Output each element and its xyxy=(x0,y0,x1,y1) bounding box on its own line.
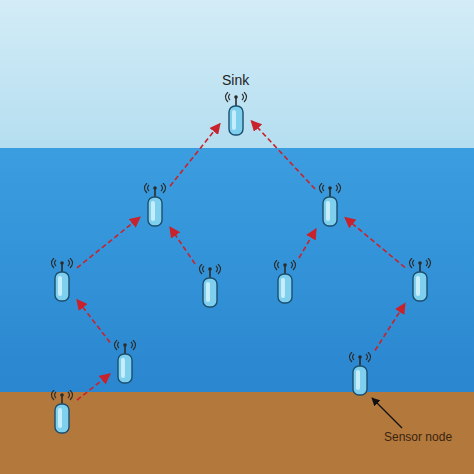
sensor-icon xyxy=(347,352,373,396)
sensor-node xyxy=(49,258,75,302)
seabed xyxy=(0,392,474,474)
data-link-arrow xyxy=(77,300,110,343)
node-label: Sink xyxy=(222,72,249,88)
sensor-node xyxy=(112,340,138,384)
data-link-arrow xyxy=(170,227,195,264)
sensor-icon xyxy=(112,340,138,384)
data-link-arrow xyxy=(77,374,110,400)
sink-node: Sink xyxy=(222,72,249,136)
sensor-icon xyxy=(223,92,249,136)
sensor-icon xyxy=(142,183,168,227)
sensor-icon xyxy=(49,390,75,434)
sensor-icon xyxy=(197,264,223,308)
sensor-icon xyxy=(407,258,433,302)
data-link-arrow xyxy=(375,304,405,351)
leader-line xyxy=(372,398,402,428)
sensor-node xyxy=(142,183,168,227)
sensor-node xyxy=(197,264,223,308)
data-link-arrow xyxy=(345,218,405,268)
sensor-node xyxy=(49,390,75,434)
sensor-icon xyxy=(272,260,298,304)
sensor-icon xyxy=(49,258,75,302)
data-link-arrow xyxy=(299,229,316,258)
data-link-arrow xyxy=(77,217,140,268)
sky xyxy=(0,0,474,148)
water xyxy=(0,148,474,394)
sensor-node xyxy=(407,258,433,302)
sensor-icon xyxy=(317,183,343,227)
sensor-node xyxy=(272,260,298,304)
data-link-arrow xyxy=(170,124,220,187)
callout-label: Sensor node xyxy=(384,430,452,444)
sensor-node xyxy=(317,183,343,227)
sensor-node xyxy=(347,352,373,396)
data-link-arrow xyxy=(251,121,315,189)
